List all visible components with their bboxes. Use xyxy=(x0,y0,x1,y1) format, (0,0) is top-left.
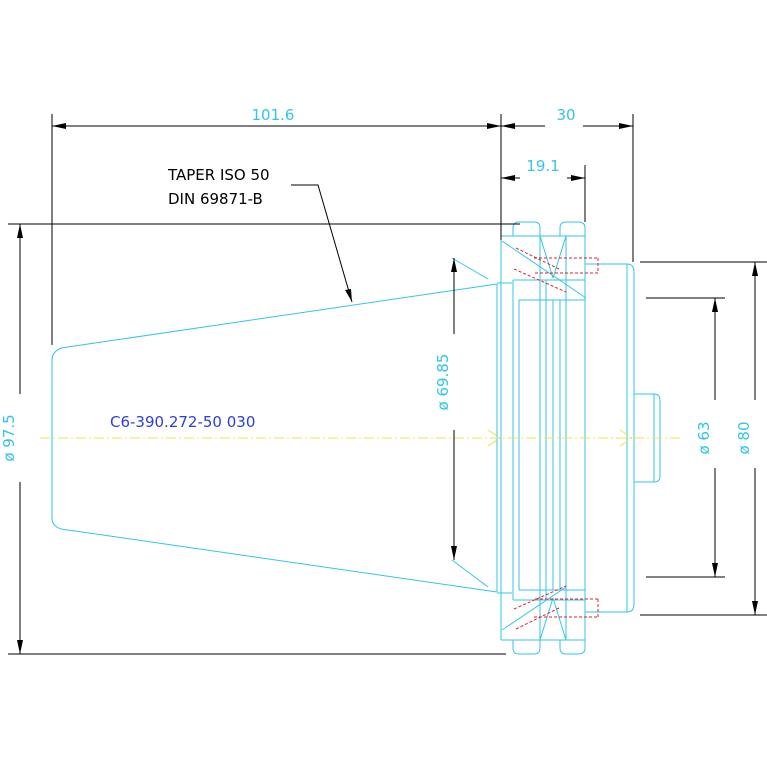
dim-face-diameter: ø 80 xyxy=(735,421,753,454)
hidden-lines xyxy=(513,247,599,630)
part-number: C6-390.272-50 030 xyxy=(110,413,255,431)
dim-gauge-length: 101.6 xyxy=(252,106,295,124)
dim-flange-length: 30 xyxy=(556,106,575,124)
dim-taper-gauge-diameter: ø 69.85 xyxy=(434,354,452,411)
dim-taper-large-diameter: ø 97.5 xyxy=(0,414,18,461)
taper-cone xyxy=(51,283,498,593)
dimension-extension-lines xyxy=(451,240,587,631)
taper-leader xyxy=(291,184,353,303)
taper-label-line2: DIN 69871-B xyxy=(168,190,263,208)
dim-pilot-diameter: ø 63 xyxy=(695,421,713,454)
dim-flange-offset: 19.1 xyxy=(526,157,559,175)
taper-label-line1: TAPER ISO 50 xyxy=(167,166,270,184)
dimension-lines xyxy=(8,114,767,655)
